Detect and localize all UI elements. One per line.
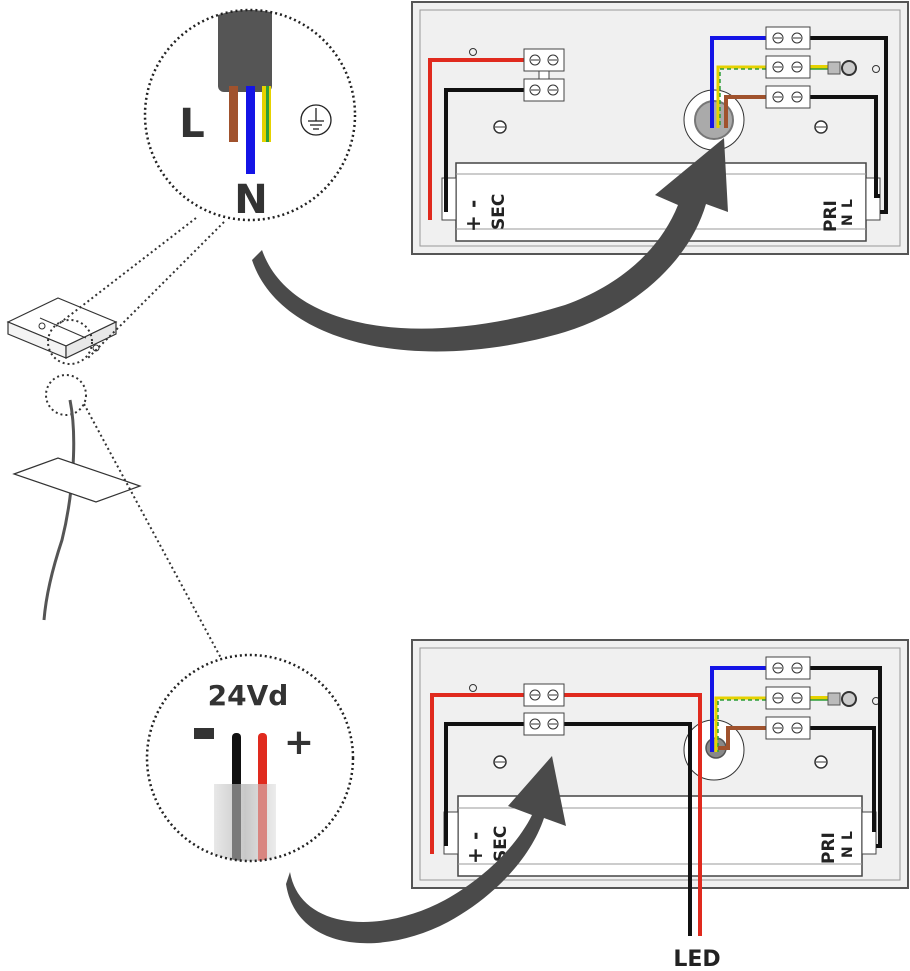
- wire-neutral-out-top: [810, 36, 888, 214]
- wire-yellow-bottom: [714, 696, 766, 752]
- wire-black-sec-bottom: [444, 722, 524, 846]
- core-brown: [229, 86, 238, 142]
- ceiling-plate-icon: [12, 457, 142, 503]
- core-blue: [246, 86, 255, 174]
- driver-panel-top: + - SEC PRI L N: [411, 1, 909, 255]
- wire-live-out-top: [810, 95, 880, 198]
- hole-bottom-left: [469, 684, 477, 692]
- pri-label: PRI: [821, 200, 841, 232]
- hole-top-right: [872, 65, 880, 73]
- cable-sheath-icon: [218, 10, 272, 92]
- panel-inner-bottom: [419, 647, 901, 881]
- voltage-label: 24Vd: [208, 679, 289, 712]
- terminal-block-sec-bottom: [523, 683, 565, 736]
- neutral-label: N: [234, 177, 267, 223]
- sec-label: SEC: [489, 194, 509, 230]
- callout-bg-bottom: [147, 655, 353, 861]
- sec-plus-label: +: [463, 847, 487, 864]
- terminal-block-pri-top: [765, 26, 811, 109]
- screw-icon: [493, 755, 507, 769]
- supply-cable: [42, 399, 76, 621]
- leader-line: [87, 221, 225, 359]
- wire-neutral-out-bottom: [810, 666, 882, 848]
- wire-red-sec-bottom: [430, 693, 524, 854]
- terminal-block-sec-top: [523, 48, 565, 102]
- junction-box-icon: [6, 297, 118, 359]
- pri-n-label: N: [840, 846, 856, 858]
- core-red-sheathed: [258, 784, 267, 861]
- wire-live-out-bottom: [810, 726, 876, 832]
- sec-plus-label: +: [461, 215, 485, 232]
- earth-ring-terminal-icon: [827, 691, 857, 707]
- sec-minus-label: -: [461, 200, 485, 208]
- earth-ring-terminal-icon: [827, 60, 857, 76]
- callout-ring-top: [143, 8, 357, 222]
- wire-brown-bottom: [718, 726, 766, 750]
- wire-black-sec-top: [444, 88, 524, 212]
- wire-green-bottom: [717, 699, 766, 752]
- connection-arrow-icon: [286, 756, 566, 944]
- wire-blue-bottom: [710, 666, 766, 752]
- core-green-stripe: [266, 86, 269, 142]
- callout-marker-box: [47, 319, 93, 365]
- mains-cable-callout: L N: [143, 8, 357, 223]
- core-black-sheathed: [232, 784, 241, 861]
- screw-icon: [814, 120, 828, 134]
- leader-line: [83, 403, 223, 661]
- sec-minus-label: -: [463, 832, 487, 840]
- led-label: LED: [673, 947, 720, 971]
- driver-panel-bottom: + - SEC PRI L N: [411, 639, 909, 936]
- wire-green-top: [719, 68, 766, 128]
- low-voltage-cable-callout: 24Vd - +: [145, 653, 355, 863]
- pri-label: PRI: [819, 832, 839, 864]
- wire-led-negative: [564, 722, 692, 936]
- pri-l-label: L: [840, 831, 856, 840]
- minus-symbol: [194, 728, 214, 739]
- pri-n-label: N: [840, 214, 856, 226]
- wire-yellow-top: [716, 65, 766, 128]
- wire-led-positive: [564, 693, 702, 936]
- wire-brown-top: [724, 95, 766, 128]
- callout-ring-bottom: [145, 653, 355, 863]
- earth-ground-icon: [300, 104, 332, 136]
- screw-icon: [493, 120, 507, 134]
- live-label: L: [179, 101, 205, 147]
- terminal-block-pri-bottom: [765, 656, 811, 740]
- wire-red-sec-top: [428, 58, 524, 220]
- callout-marker-cable: [45, 374, 87, 416]
- pri-l-label: L: [840, 199, 856, 208]
- hole-top-left: [469, 48, 477, 56]
- connection-arrow-icon: [252, 138, 728, 352]
- wire-blue-top: [710, 36, 766, 128]
- screw-icon: [814, 755, 828, 769]
- plus-label: +: [284, 722, 314, 763]
- led-driver-top: [455, 162, 867, 242]
